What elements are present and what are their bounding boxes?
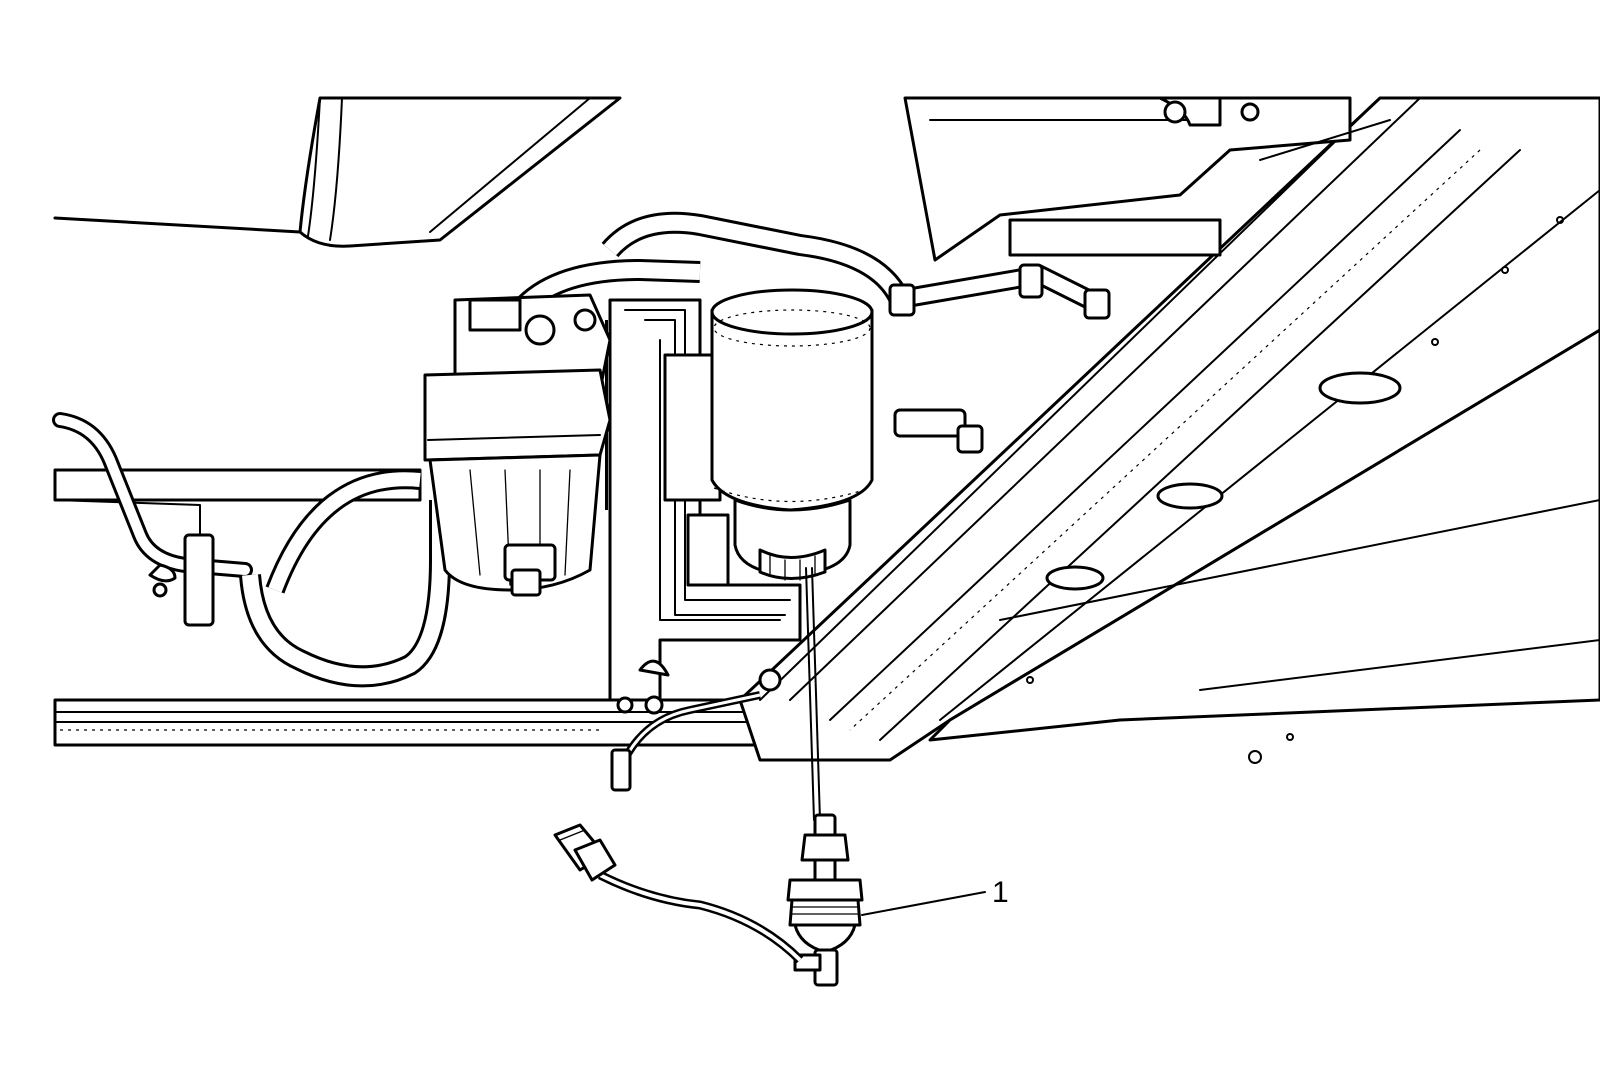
installation-guide-line bbox=[805, 567, 821, 821]
frame-harness-routing bbox=[610, 668, 782, 792]
floor-panel bbox=[53, 96, 622, 248]
water-in-fuel-sensor bbox=[786, 813, 864, 987]
fuel-filter-housing-left bbox=[423, 293, 612, 597]
frame-rail bbox=[53, 468, 762, 747]
frame-cross-member bbox=[738, 96, 1600, 764]
mounting-bracket bbox=[608, 298, 802, 715]
callout-1: 1 bbox=[861, 876, 1009, 916]
fuel-filter-canister bbox=[710, 288, 874, 581]
sensor-wire-harness bbox=[553, 823, 804, 964]
callout-label-1: 1 bbox=[992, 876, 1009, 909]
upper-body-structure bbox=[903, 96, 1391, 262]
fuel-lines bbox=[52, 211, 1111, 688]
